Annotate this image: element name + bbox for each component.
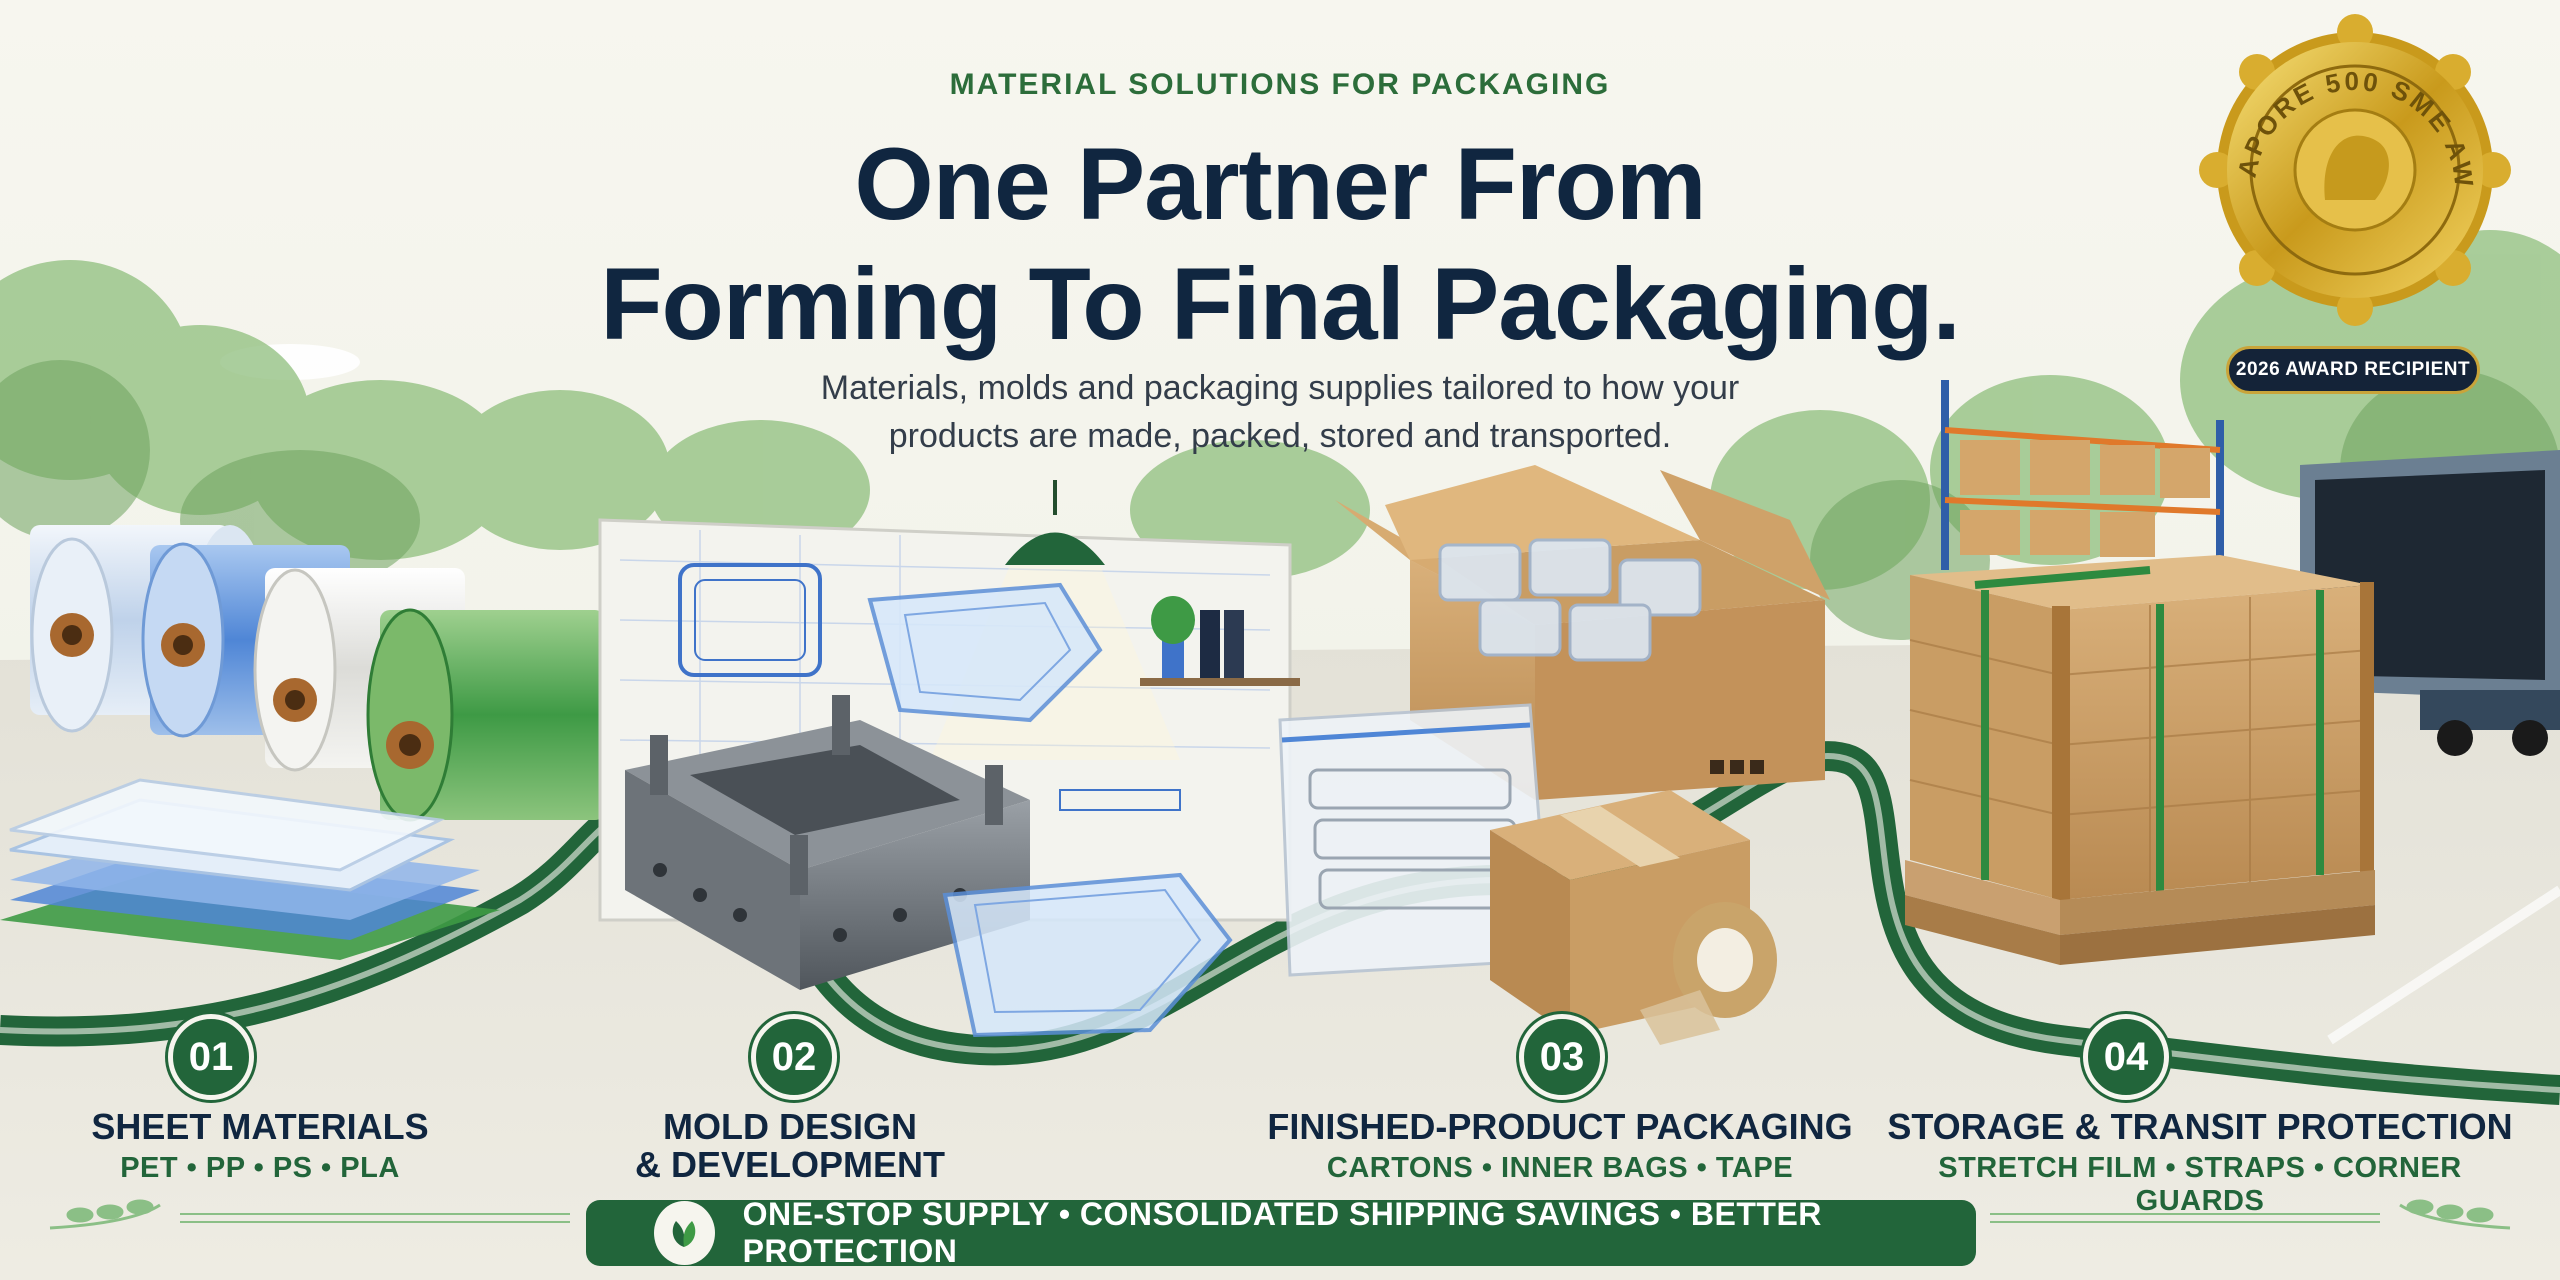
headline: One Partner From Forming To Final Packag…	[0, 124, 2560, 364]
eyebrow-label: MATERIAL SOLUTIONS FOR PACKAGING	[949, 68, 1611, 101]
laurel-branch-icon	[49, 1199, 2511, 1230]
leaf-icon	[654, 1201, 715, 1265]
step-number-03: 03	[1519, 1014, 1605, 1100]
step-title-finished-packaging: FINISHED-PRODUCT PACKAGING	[1240, 1108, 1880, 1146]
headline-line-2: Forming To Final Packaging.	[600, 247, 1961, 361]
warehouse-pallet-illustration	[1905, 380, 2560, 965]
award-caption-badge: 2026 AWARD RECIPIENT	[2226, 346, 2480, 394]
one-stop-supply-banner: ONE-STOP SUPPLY • CONSOLIDATED SHIPPING …	[586, 1196, 1976, 1269]
carton-packaging-illustration	[1278, 465, 1830, 1045]
mold-design-illustration	[598, 480, 1300, 1038]
step-items-finished-packaging: CARTONS • INNER BAGS • TAPE	[1326, 1152, 1794, 1184]
subheadline-line-1: Materials, molds and packaging supplies …	[820, 369, 1740, 407]
step-items-sheet-materials: PET • PP • PS • PLA	[120, 1152, 400, 1184]
step-items-storage-transit: STRETCH FILM • STRAPS • CORNER GUARDS	[1938, 1152, 2462, 1217]
step-title-storage-transit: STORAGE & TRANSIT PROTECTION	[1880, 1108, 2520, 1146]
banner-text: ONE-STOP SUPPLY • CONSOLIDATED SHIPPING …	[742, 1196, 1822, 1269]
step-title-sheet-materials: SHEET MATERIALS	[40, 1108, 480, 1146]
subheadline-line-2: products are made, packed, stored and tr…	[888, 417, 1672, 455]
subheadline: Materials, molds and packaging supplies …	[0, 364, 2560, 460]
step-number-01: 01	[168, 1014, 254, 1100]
step-title-mold-design: MOLD DESIGN & DEVELOPMENT	[560, 1108, 1020, 1184]
step-title-line: SHEET MATERIALS	[91, 1106, 429, 1147]
step-title-line: FINISHED-PRODUCT PACKAGING	[1267, 1106, 1853, 1147]
sheet-rolls-illustration	[0, 525, 605, 960]
step-number-04: 04	[2083, 1014, 2169, 1100]
step-title-line: MOLD DESIGN	[662, 1106, 917, 1147]
step-number-02: 02	[751, 1014, 837, 1100]
headline-line-1: One Partner From	[854, 127, 1706, 241]
step-title-line: STORAGE & TRANSIT PROTECTION	[1887, 1106, 2513, 1147]
award-seal-icon	[2199, 14, 2511, 326]
step-title-line: & DEVELOPMENT	[634, 1144, 946, 1185]
